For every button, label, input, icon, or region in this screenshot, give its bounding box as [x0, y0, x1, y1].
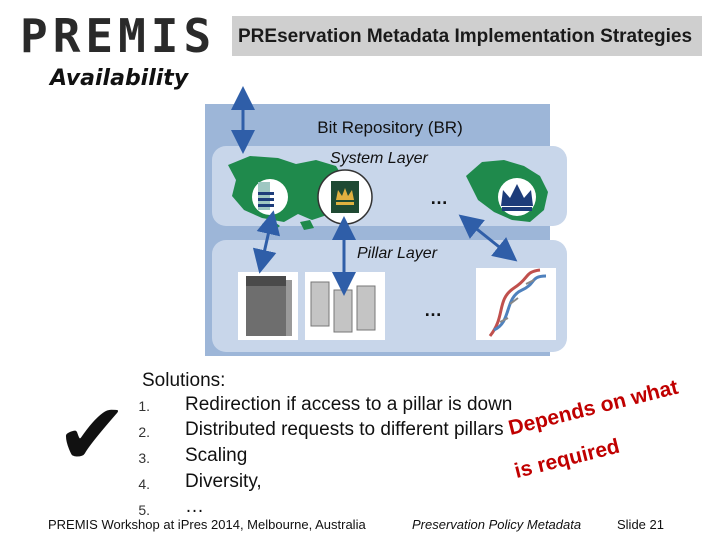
solution-item: Scaling: [185, 445, 248, 466]
dna-helix-icon: [476, 268, 556, 340]
system-pillar-arrow-left: [252, 210, 281, 274]
checkmark-icon: ✔: [56, 387, 129, 483]
slide-title: Availability: [50, 66, 189, 91]
footer-slide-number: Slide 21: [617, 517, 664, 532]
solutions-heading: Solutions:: [142, 370, 226, 391]
system-pillar-arrow-right: [458, 214, 518, 262]
logo-area: [18, 16, 230, 56]
header-subtitle: PREservation Metadata Implementation Str…: [238, 26, 693, 47]
crown-seal-icon: [317, 169, 373, 225]
library-building-icon: [252, 179, 288, 215]
footer-workshop: PREMIS Workshop at iPres 2014, Melbourne…: [48, 517, 366, 532]
solution-item: …: [185, 496, 204, 517]
header-bar: [232, 16, 702, 56]
solution-number: 3.: [138, 450, 150, 466]
bit-repository-label: Bit Repository (BR): [317, 118, 463, 137]
solution-number: 4.: [138, 476, 150, 492]
solution-item: Redirection if access to a pillar is dow…: [185, 394, 513, 415]
system-layer-ellipsis: …: [430, 188, 448, 208]
pillar-layer-ellipsis: …: [424, 300, 442, 320]
solution-item: Distributed requests to different pillar…: [185, 419, 504, 440]
pillar-layer-label: Pillar Layer: [357, 245, 438, 262]
system-layer-label: System Layer: [330, 150, 428, 167]
premis-logo: PREMIS: [20, 9, 217, 63]
solution-number: 1.: [138, 398, 150, 414]
solution-item: Diversity,: [185, 471, 262, 492]
solution-number: 5.: [138, 502, 150, 518]
royal-crown-icon: [498, 178, 536, 216]
solution-number: 2.: [138, 424, 150, 440]
server-cabinet-icon: [238, 272, 298, 340]
footer-topic: Preservation Policy Metadata: [412, 517, 582, 532]
